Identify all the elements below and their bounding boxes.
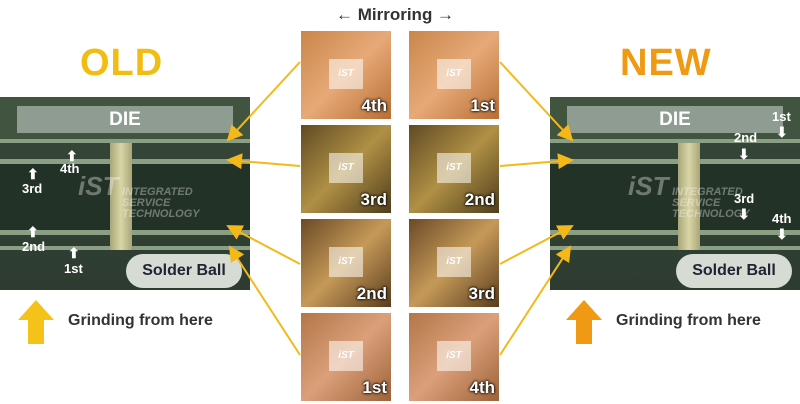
chip-right-row-2: iST 2nd <box>409 125 499 213</box>
die-label: DIE <box>17 106 233 133</box>
ist-logo-icon: iST <box>329 59 363 89</box>
ist-logo-icon: iST <box>329 153 363 183</box>
via <box>678 143 700 250</box>
substrate-core <box>550 164 800 230</box>
ist-logo-icon: iST <box>329 341 363 371</box>
layer-line <box>550 230 800 235</box>
arrow-up-icon: ⬆ <box>27 224 39 240</box>
arrow-up-icon: ⬆ <box>68 245 80 261</box>
layer-label-4th: 4th <box>772 211 792 226</box>
mirroring-label: ← Mirroring → <box>336 5 455 24</box>
layer-line <box>550 246 800 250</box>
arrow-down-icon: ⬇ <box>776 124 788 140</box>
ist-logo-icon: iST <box>437 247 471 277</box>
arrow-down-icon: ⬇ <box>738 146 750 162</box>
via <box>110 143 132 250</box>
connector-arrow <box>226 61 301 142</box>
die-label: DIE <box>567 106 783 133</box>
chip-left-row-1: iST 4th <box>301 31 391 119</box>
chip-left-row-3: iST 2nd <box>301 219 391 307</box>
ist-logo-icon: iST <box>329 247 363 277</box>
layer-line <box>550 159 800 164</box>
connector-arrow <box>228 245 301 356</box>
arrow-up-icon: ⬆ <box>27 166 39 182</box>
layer-label-2nd: 2nd <box>22 239 46 254</box>
arrow-down-icon: ⬇ <box>738 206 750 222</box>
layer-line <box>550 139 800 143</box>
connector-arrow <box>499 61 574 142</box>
chip-left-row-2: iST 3rd <box>301 125 391 213</box>
grinding-arrow-new-icon <box>566 300 602 344</box>
layer-line <box>0 139 250 143</box>
solder-ball-label: Solder Ball <box>676 254 792 288</box>
grinding-arrow-old-icon <box>18 300 54 344</box>
grinding-label-old: Grinding from here <box>68 312 213 329</box>
layer-label-1st: 1st <box>772 109 791 124</box>
chip-layer-label: 3rd <box>360 190 387 209</box>
chip-layer-label: 4th <box>469 378 496 397</box>
layer-label-3rd: 3rd <box>734 191 755 206</box>
connector-arrow <box>226 153 301 170</box>
chip-left-row-4: iST 1st <box>301 313 391 401</box>
chip-layer-label: 3rd <box>468 284 495 303</box>
chip-right-row-4: iST 4th <box>409 313 499 401</box>
layer-label-3rd: 3rd <box>22 181 43 196</box>
arrow-up-icon: ⬆ <box>66 148 78 164</box>
chip-right-row-3: iST 3rd <box>409 219 499 307</box>
layer-label-1st: 1st <box>64 261 83 276</box>
new-title: NEW <box>620 42 712 84</box>
ist-watermark: iST <box>78 171 119 201</box>
layer-label-4th: 4th <box>60 161 80 176</box>
connector-arrow <box>499 225 574 265</box>
ist-logo-icon: iST <box>437 153 471 183</box>
connector-arrow <box>499 153 574 170</box>
grinding-label-new: Grinding from here <box>616 312 761 329</box>
old-title: OLD <box>80 42 164 84</box>
chip-layer-label: 2nd <box>356 284 387 303</box>
connector-arrow <box>499 245 572 356</box>
chip-layer-label: 1st <box>470 96 495 115</box>
connector-arrow <box>226 225 301 265</box>
chip-layer-label: 2nd <box>464 190 495 209</box>
arrow-down-icon: ⬇ <box>776 226 788 242</box>
ist-logo-icon: iST <box>437 341 471 371</box>
chip-right-row-1: iST 1st <box>409 31 499 119</box>
layer-label-2nd: 2nd <box>734 130 758 145</box>
chip-layer-label: 4th <box>361 96 388 115</box>
ist-logo-icon: iST <box>437 59 471 89</box>
chip-layer-label: 1st <box>362 378 387 397</box>
solder-ball-label: Solder Ball <box>126 254 242 288</box>
ist-watermark: iST <box>628 171 669 201</box>
